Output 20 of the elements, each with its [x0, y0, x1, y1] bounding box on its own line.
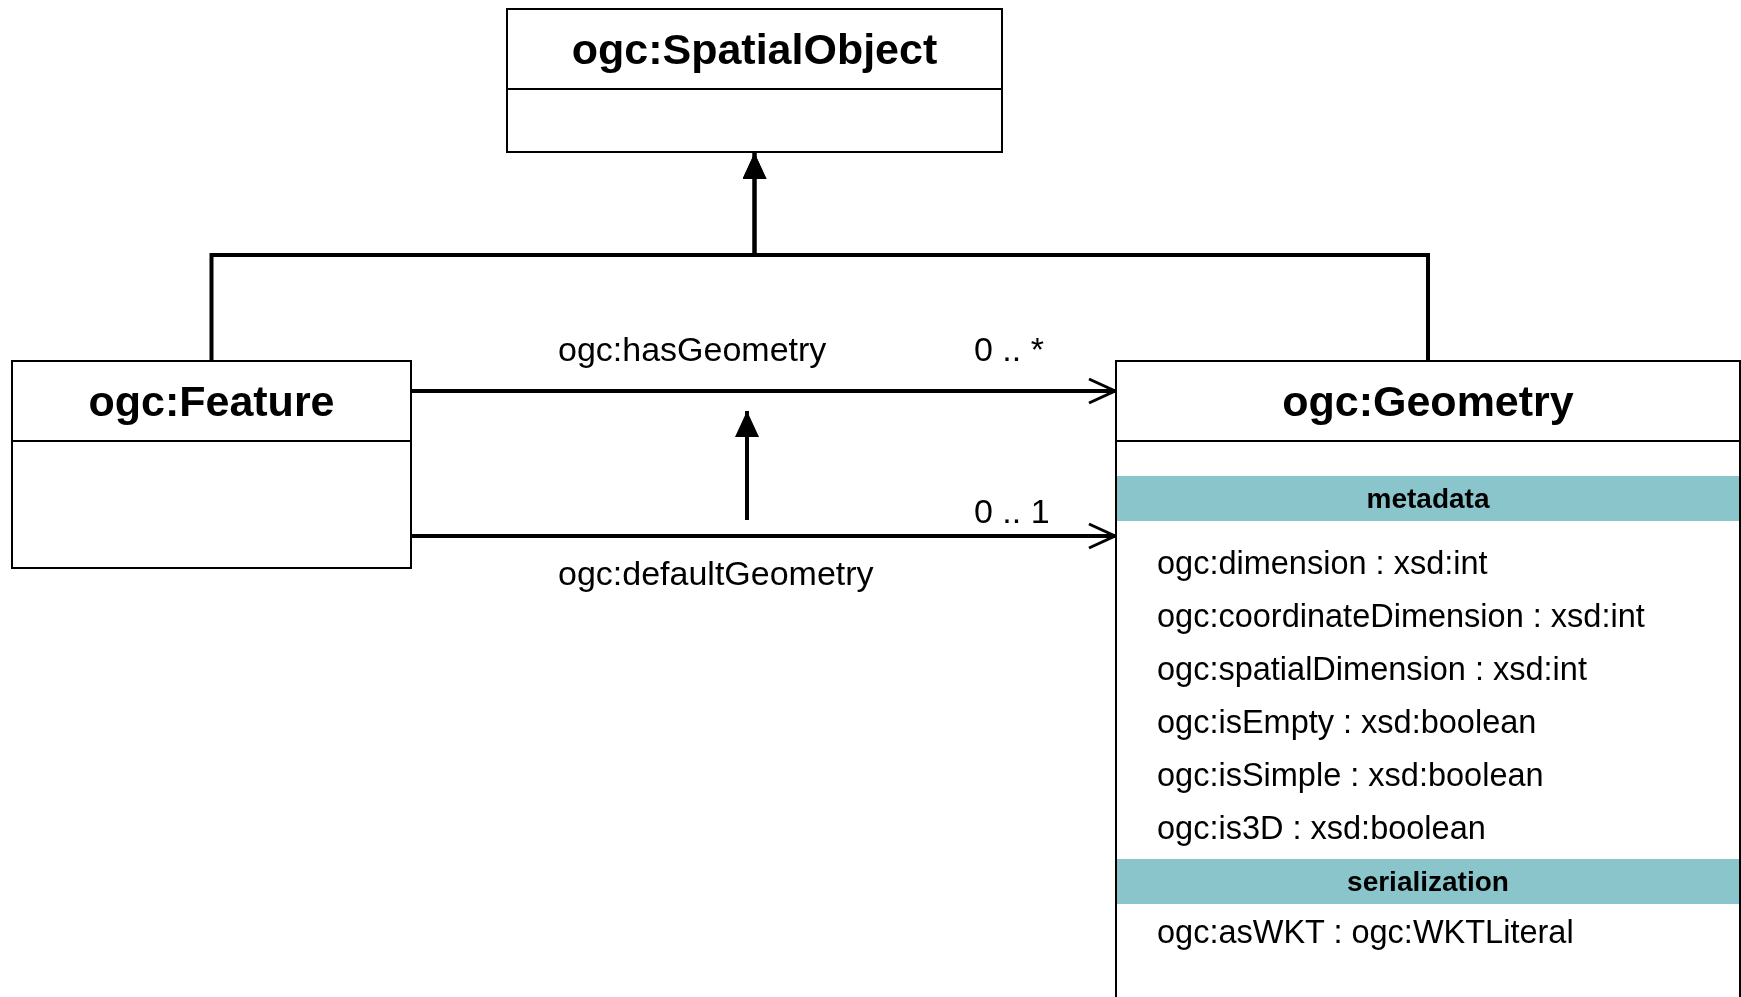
attribute-text: ogc:dimension : xsd:int [1157, 547, 1488, 580]
generalization-arrow [742, 153, 1430, 360]
class-box [1115, 360, 1741, 997]
class-box [506, 8, 1003, 153]
attribute-text: ogc:is3D : xsd:boolean [1157, 812, 1486, 845]
attribute-text: ogc:spatialDimension : xsd:int [1157, 653, 1587, 686]
class-name: ogc:Feature [88, 376, 335, 426]
section-title: serialization [1347, 865, 1509, 898]
section-band [1117, 859, 1739, 904]
association-arrow [412, 377, 1117, 405]
attribute-text: ogc:isEmpty : xsd:boolean [1157, 706, 1537, 739]
class-box [11, 360, 412, 569]
section-band [1117, 476, 1739, 521]
section-title: metadata [1366, 482, 1490, 515]
attribute-text: ogc:coordinateDimension : xsd:int [1157, 600, 1645, 633]
class-name: ogc:SpatialObject [571, 24, 938, 74]
association-arrow [412, 522, 1117, 550]
class-name: ogc:Geometry [1282, 376, 1574, 426]
attribute-text: ogc:asWKT : ogc:WKTLiteral [1157, 916, 1574, 949]
attribute-text: ogc:isSimple : xsd:boolean [1157, 759, 1544, 792]
